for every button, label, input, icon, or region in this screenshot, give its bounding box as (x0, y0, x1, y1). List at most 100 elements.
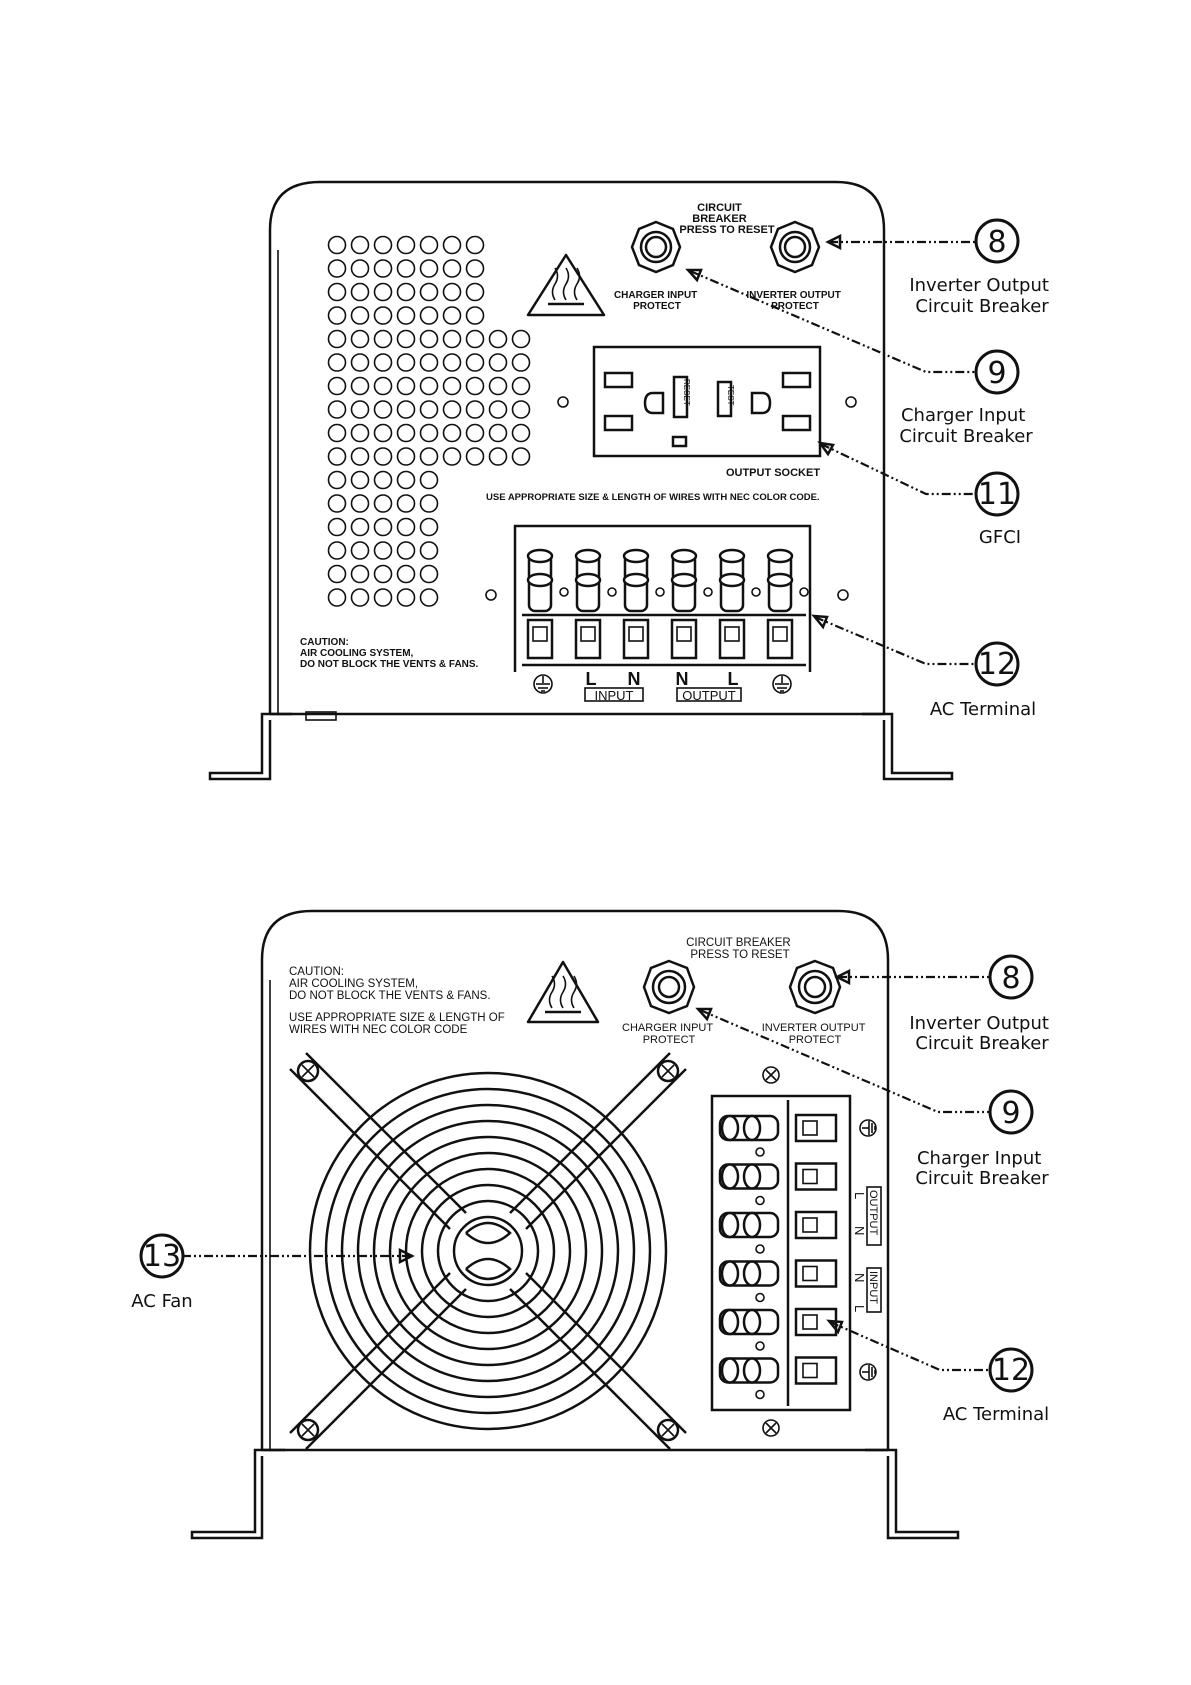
vent-hole (373, 282, 393, 302)
bottom-ac-terminal-block[interactable]: L N N L OUTPUT INPUT (710, 1066, 882, 1437)
vent-hole (373, 588, 393, 607)
vent-hole (419, 494, 439, 513)
vent-hole (350, 494, 370, 513)
terminal-post (622, 548, 665, 660)
callout-11-top: 11 GFCI (817, 441, 1021, 548)
svg-text:12: 12 (992, 1353, 1030, 1388)
bottom-inverter-breaker-label: INVERTER OUTPUT PROTECT (762, 1022, 869, 1046)
vent-hole (419, 447, 439, 466)
vent-hole (327, 517, 347, 537)
vent-hole (396, 564, 416, 584)
terminal-letter-N: N (852, 1273, 867, 1282)
svg-text:Charger Input Circuit: Charger Input Circuit Breaker (915, 1148, 1049, 1189)
svg-text:8: 8 (1001, 961, 1020, 996)
vent-hole (373, 564, 393, 584)
input-label: INPUT (595, 688, 634, 703)
output-label: OUTPUT (682, 688, 736, 703)
top-left-foot (208, 712, 292, 781)
vent-hole (327, 494, 347, 513)
vent-hole (396, 447, 416, 466)
vent-hole (442, 329, 462, 349)
svg-text:13: 13 (143, 1239, 181, 1274)
vent-hole (442, 376, 462, 396)
terminal-letter-L: L (586, 669, 597, 689)
terminal-post (718, 1259, 838, 1303)
top-panel-housing (268, 180, 886, 714)
vent-hole (327, 447, 347, 466)
vent-hole (511, 329, 531, 349)
gfci-test-button[interactable] (716, 380, 733, 418)
terminal-letter-N: N (852, 1226, 867, 1235)
vent-hole (488, 376, 508, 396)
callout-13-bottom: 13 AC Fan (131, 1233, 415, 1312)
bottom-left-foot (190, 1448, 285, 1540)
vent-hole (396, 259, 416, 278)
vent-hole (465, 400, 485, 419)
gfci-output-socket[interactable]: RESET TEST (557, 345, 857, 458)
vent-hole (442, 235, 462, 255)
vent-hole (442, 400, 462, 419)
vent-hole (419, 306, 439, 325)
vent-hole (350, 306, 370, 325)
svg-text:AC Fan: AC Fan (131, 1291, 192, 1312)
vent-hole (373, 541, 393, 560)
ground-icon (533, 674, 553, 694)
vent-hole (396, 376, 416, 396)
vent-hole (511, 423, 531, 443)
callout-12-bottom: 12 AC Terminal (826, 1319, 1049, 1425)
vent-hole (465, 282, 485, 302)
top-ac-terminal-block[interactable] (485, 524, 849, 672)
vent-hole (442, 306, 462, 325)
vent-hole (373, 235, 393, 255)
vent-hole (465, 353, 485, 372)
vent-hole (442, 282, 462, 302)
gfci-test-label: TEST (726, 385, 735, 406)
inverter-output-breaker[interactable] (769, 220, 821, 274)
vent-hole (419, 329, 439, 349)
top-wire-note: USE APPROPRIATE SIZE & LENGTH OF WIRES W… (486, 492, 820, 503)
hot-surface-warning-icon (526, 960, 600, 1024)
vent-hole (396, 235, 416, 255)
vent-hole (350, 447, 370, 466)
charger-input-breaker[interactable] (630, 220, 682, 274)
vent-hole (327, 259, 347, 278)
vent-hole (488, 353, 508, 372)
vent-hole (373, 306, 393, 325)
bottom-charger-breaker-label: CHARGER INPUT PROTECT (622, 1022, 716, 1046)
bottom-caution-text: CAUTION: AIR COOLING SYSTEM, DO NOT BLOC… (289, 966, 491, 1002)
hot-surface-warning-icon (526, 253, 606, 317)
fan-screw-icon (656, 1418, 680, 1442)
gfci-reset-button[interactable] (672, 375, 689, 419)
vent-hole (442, 353, 462, 372)
vent-hole (396, 541, 416, 560)
vent-hole (396, 423, 416, 443)
svg-text:Charger Input Circuit: Charger Input Circuit Breaker (899, 405, 1033, 447)
vent-hole (419, 517, 439, 537)
vent-hole (442, 259, 462, 278)
ground-icon (859, 1119, 877, 1137)
terminal-post (718, 1210, 838, 1254)
inverter-output-breaker[interactable] (788, 959, 842, 1015)
terminal-letter-N: N (628, 669, 641, 689)
terminal-letter-L: L (728, 669, 739, 689)
terminal-post (670, 548, 713, 660)
vent-hole (419, 423, 439, 443)
terminal-post (718, 1356, 838, 1400)
bottom-breaker-header: CIRCUIT BREAKER PRESS TO RESET (686, 937, 794, 961)
charger-input-breaker[interactable] (642, 959, 696, 1015)
svg-text:AC Terminal: AC Terminal (930, 699, 1036, 720)
vent-hole (419, 541, 439, 560)
vent-hole (396, 517, 416, 537)
vent-hole (396, 588, 416, 607)
vent-hole (350, 541, 370, 560)
vent-hole (396, 353, 416, 372)
vent-hole (511, 447, 531, 466)
vent-hole (373, 494, 393, 513)
vent-hole (373, 329, 393, 349)
fan-screw-icon (296, 1059, 320, 1083)
vent-hole (419, 235, 439, 255)
vent-hole (350, 564, 370, 584)
vent-hole (511, 353, 531, 372)
svg-text:12: 12 (978, 647, 1016, 682)
